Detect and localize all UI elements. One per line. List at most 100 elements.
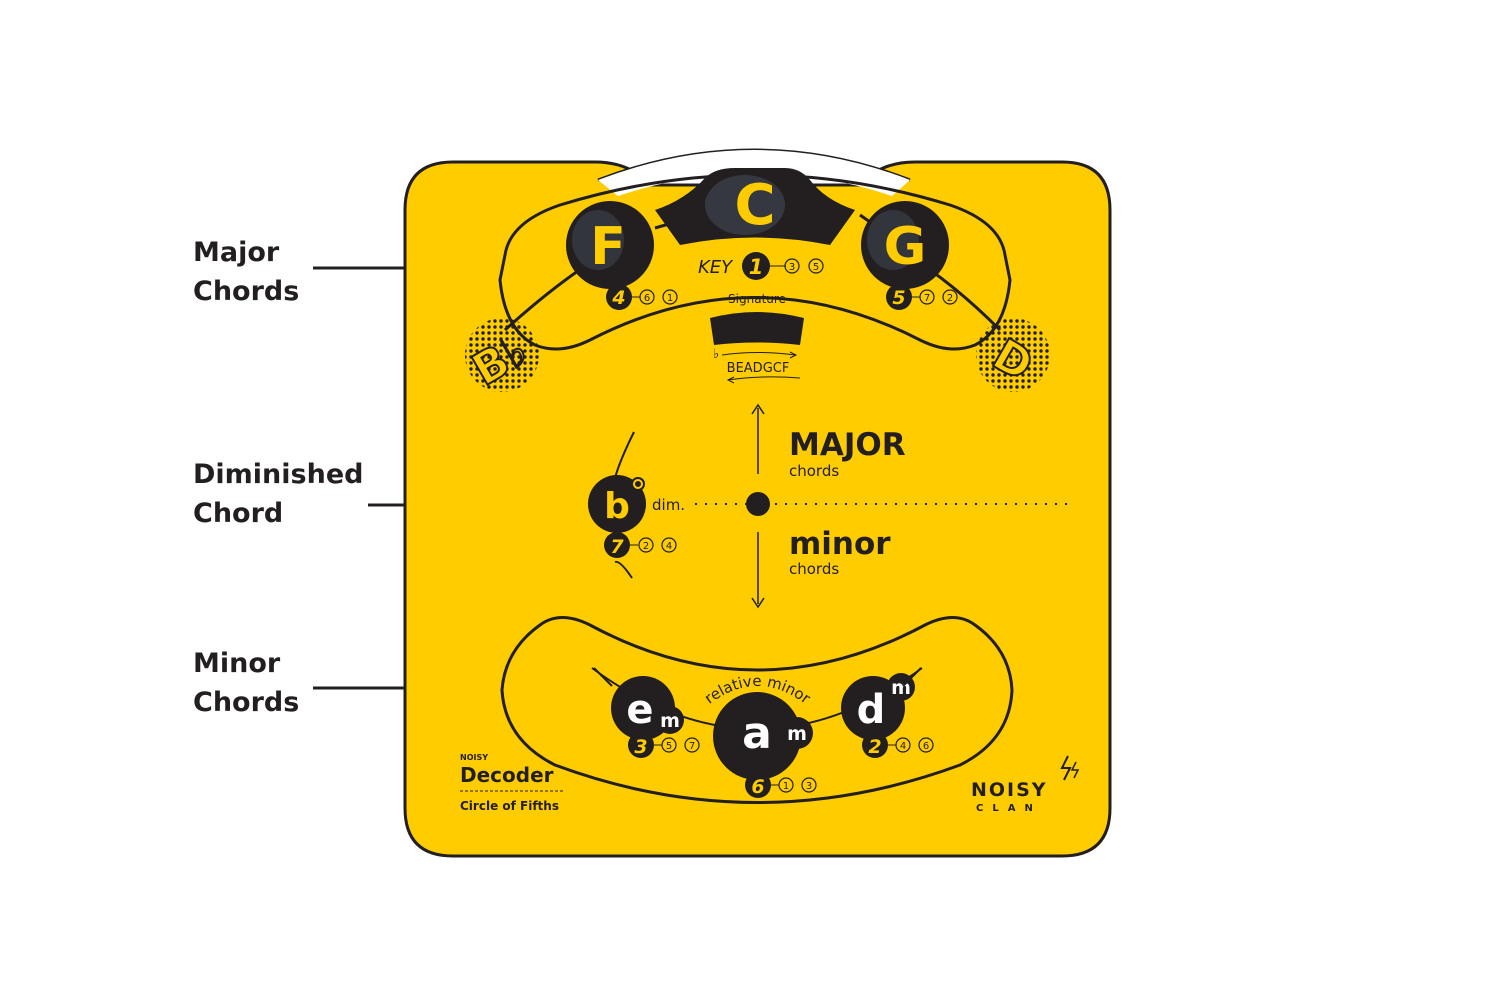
dm-degree: 2 (868, 736, 881, 758)
brand-title: Decoder (460, 763, 554, 787)
callout-line-2: Chords (193, 276, 300, 307)
g-extra-2-ring (942, 289, 958, 305)
f-extra-1: 6 (644, 293, 650, 304)
minor-tick-right (902, 667, 922, 687)
major-title: MAJOR (789, 427, 906, 463)
em-extra-1: 5 (666, 741, 672, 752)
key-extra-2-ring (808, 258, 824, 274)
em-chord-label: e (626, 687, 653, 733)
key-extra-1-ring (784, 258, 800, 274)
am-suffix: m (787, 723, 807, 745)
em-suffix: m (660, 710, 680, 732)
chord-f-label: F (590, 217, 626, 277)
flat-symbol: ♭ (713, 347, 719, 362)
minor-title: minor (789, 526, 891, 562)
am-suffix-badge (781, 717, 813, 749)
callout-line-1: Major (193, 237, 280, 268)
minor-chords-callout: Minor Chords (193, 644, 299, 722)
callout-line-2: Chords (193, 687, 300, 718)
g-extra-2: 2 (947, 293, 953, 304)
chord-f-shadow (572, 210, 624, 270)
signature-arrow-top-head (789, 351, 798, 359)
dim-extra-1-ring (638, 537, 654, 553)
dim-extra-2: 4 (666, 541, 672, 552)
key-shadow (705, 175, 785, 235)
key-label: KEY (698, 257, 734, 278)
chord-d-button[interactable] (976, 318, 1050, 392)
key-extra-2: 5 (813, 262, 819, 273)
f-extra-2-ring (662, 289, 678, 305)
signature-sequence: BEADGCF (727, 361, 790, 376)
am-degree: 6 (751, 776, 764, 798)
g-extra-1-ring (919, 289, 935, 305)
brand-small: NOISY (460, 753, 488, 762)
chord-g-label: G (884, 217, 927, 277)
f-extra-1-ring (639, 289, 655, 305)
dim-arc-bottom (614, 560, 633, 579)
minor-chord-band (500, 616, 1014, 804)
minor-subtitle: chords (789, 560, 839, 578)
chord-bflat-button[interactable] (465, 318, 539, 392)
brand-subtitle: Circle of Fifths (460, 799, 559, 813)
callout-line-2: Chord (193, 498, 284, 529)
callout-line-1: Diminished (193, 459, 364, 490)
major-chords-callout: Major Chords (193, 233, 299, 311)
dm-extra-2-ring (918, 737, 934, 753)
em-suffix-badge (656, 706, 684, 734)
f-degree: 4 (611, 287, 625, 309)
diminished-chord-callout: Diminished Chord (193, 455, 363, 533)
center-pivot[interactable] (746, 492, 770, 516)
f-degree-badge (606, 284, 632, 310)
am-chord-label: a (742, 708, 772, 759)
g-degree: 5 (892, 287, 905, 309)
dim-degree: 7 (610, 536, 624, 558)
logo-top: NOISY (971, 779, 1048, 801)
key-chord: C (734, 173, 775, 238)
signature-window[interactable] (710, 312, 804, 345)
signature-label: Signature (728, 292, 786, 306)
key-extra-1: 3 (789, 262, 795, 273)
am-extra-1: 1 (783, 781, 789, 792)
g-degree-badge (886, 284, 912, 310)
signature-arrow-bottom-head (726, 376, 735, 384)
dim-symbol (633, 479, 643, 489)
em-degree-badge (628, 732, 654, 758)
dim-extra-1: 2 (643, 541, 649, 552)
dm-chord-label: d (857, 687, 886, 733)
g-extra-1: 7 (924, 293, 930, 304)
chord-g-shadow (867, 210, 919, 270)
em-degree: 3 (634, 736, 647, 758)
key-degree: 1 (749, 255, 764, 279)
lightning-icon (1060, 755, 1072, 781)
dim-label: dim. (652, 496, 685, 514)
callout-line-1: Minor (193, 648, 281, 679)
key-degree-badge (742, 252, 770, 280)
am-extra-1-ring (778, 777, 794, 793)
up-arrow-head (751, 403, 765, 415)
signature-arrow-bottom (727, 376, 801, 381)
em-extra-2-ring (684, 737, 700, 753)
down-arrow-head (751, 597, 765, 609)
f-extra-2: 1 (667, 293, 673, 304)
minor-tick-left (593, 667, 613, 687)
am-extra-2: 3 (806, 781, 812, 792)
major-subtitle: chords (789, 462, 839, 480)
lightning-icon-small (1070, 761, 1080, 779)
am-extra-2-ring (801, 777, 817, 793)
dm-extra-1: 4 (900, 741, 906, 752)
chord-bdim-button[interactable] (588, 475, 646, 533)
dm-extra-2: 6 (923, 741, 929, 752)
em-extra-2: 7 (689, 741, 695, 752)
dim-arc-top (614, 431, 635, 479)
am-degree-badge (745, 772, 771, 798)
em-extra-1-ring (661, 737, 677, 753)
dim-degree-badge (604, 532, 630, 558)
logo-bottom: CLAN (976, 803, 1042, 814)
signature-arrow-top (721, 352, 796, 356)
dm-degree-badge (862, 732, 888, 758)
dim-extra-2-ring (661, 537, 677, 553)
dm-extra-1-ring (895, 737, 911, 753)
chord-am-button[interactable] (713, 692, 801, 780)
dim-chord-label: b (604, 486, 630, 527)
